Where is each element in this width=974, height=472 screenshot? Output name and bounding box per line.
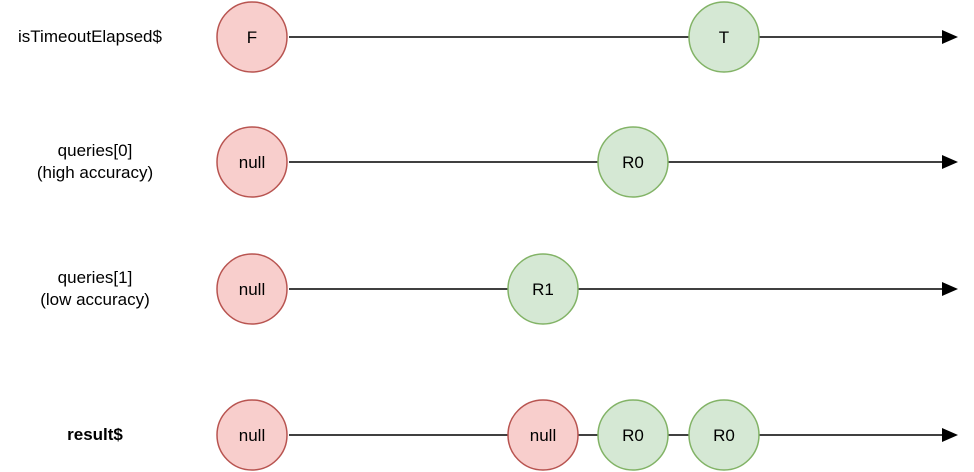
marble-label: null: [239, 153, 265, 172]
marble-3-1: null: [507, 399, 579, 471]
marble-2-1: R1: [507, 253, 579, 325]
marble-circle: [688, 1, 760, 73]
marble-label: null: [530, 426, 556, 445]
stream-label-result: result$: [67, 425, 123, 444]
marble-circle: [597, 126, 669, 198]
timeline-arrowhead-2: [942, 282, 958, 296]
marble-1-1: R0: [597, 126, 669, 198]
marble-label: R0: [622, 426, 644, 445]
marble-circle: [216, 126, 288, 198]
marble-label: R0: [622, 153, 644, 172]
marble-label: null: [239, 280, 265, 299]
marble-3-0: null: [216, 399, 288, 471]
marble-circle: [597, 399, 669, 471]
stream-label-queries-1: queries[1] (low accuracy): [40, 268, 150, 309]
marble-label: R1: [532, 280, 554, 299]
marble-3-3: R0: [688, 399, 760, 471]
marble-1-0: null: [216, 126, 288, 198]
timeline-arrowhead-1: [942, 155, 958, 169]
marble-circle: [216, 253, 288, 325]
stream-label-is-timeout-elapsed: isTimeoutElapsed$: [18, 27, 162, 46]
marble-3-2: R0: [597, 399, 669, 471]
timeline-arrowhead-0: [942, 30, 958, 44]
marble-label: F: [247, 28, 257, 47]
marble-label: null: [239, 426, 265, 445]
timeline-arrowhead-3: [942, 428, 958, 442]
marble-label: R0: [713, 426, 735, 445]
marble-circle: [216, 399, 288, 471]
marble-0-0: F: [216, 1, 288, 73]
marble-circle: [688, 399, 760, 471]
marble-2-0: null: [216, 253, 288, 325]
marble-label: T: [719, 28, 729, 47]
marble-circle: [507, 399, 579, 471]
marble-0-1: T: [688, 1, 760, 73]
stream-label-queries-0: queries[0] (high accuracy): [36, 141, 154, 182]
marble-circle: [507, 253, 579, 325]
marble-circle: [216, 1, 288, 73]
